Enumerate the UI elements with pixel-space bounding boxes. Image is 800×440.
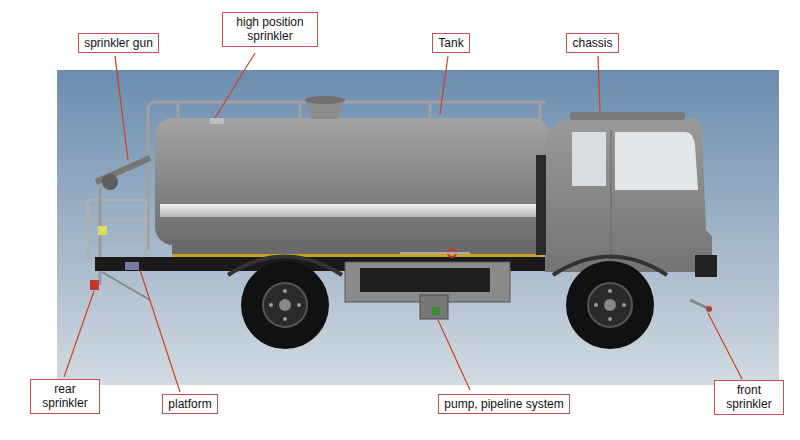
tank-skirt [172, 240, 542, 255]
leader-line [438, 320, 470, 390]
rear-ladder [88, 200, 146, 258]
platform-step [125, 262, 139, 270]
callout-label: sprinkler gun [84, 36, 153, 50]
rear-hub [279, 299, 291, 311]
leader-line [708, 313, 742, 379]
callout-box: front sprinkler [714, 380, 784, 415]
callout-box: pump, pipeline system [438, 394, 570, 414]
exhaust-pipe [536, 155, 546, 255]
leader-lines [64, 53, 742, 392]
callout-label: high position sprinkler [228, 15, 312, 44]
cab [545, 118, 712, 272]
callout-label: Tank [438, 36, 464, 50]
background-panel [57, 70, 779, 385]
cab-side-window [572, 132, 606, 186]
manhole-lid [305, 96, 345, 104]
leader-line [440, 56, 448, 114]
warning-sign [98, 226, 107, 235]
rail-post [539, 102, 542, 122]
leader-line [64, 291, 94, 377]
rear-sprinkler-nozzle [90, 280, 99, 290]
leader-line [598, 56, 600, 112]
front-wheel [566, 261, 654, 349]
leader-line [140, 270, 180, 392]
cab-roof [570, 112, 685, 120]
leader-line [115, 56, 128, 160]
cab-windshield [615, 132, 698, 190]
rear-wheel [241, 261, 329, 349]
front-hub [604, 299, 616, 311]
rail-post [429, 102, 432, 120]
callout-box: sprinkler gun [78, 33, 159, 53]
callout-label: platform [168, 397, 212, 411]
pipeline-box-inner [360, 268, 490, 292]
callout-label: front sprinkler [720, 383, 778, 412]
front-rim [588, 283, 632, 327]
front-bumper [695, 255, 717, 277]
callout-label: pump, pipeline system [444, 397, 564, 411]
callout-label: chassis [572, 36, 613, 50]
tank-band [160, 204, 545, 217]
tank-body [155, 118, 550, 245]
front-sprinkler-nozzle [706, 306, 712, 312]
leader-line [215, 53, 255, 118]
callout-label: rear sprinkler [36, 382, 94, 411]
pump-valve [432, 307, 440, 315]
high-sprinkler-nozzle [210, 118, 224, 124]
callout-box: rear sprinkler [30, 379, 100, 414]
yellow-stripe [172, 254, 542, 257]
callout-box: high position sprinkler [222, 12, 318, 47]
rear-ladder-rung [88, 219, 146, 221]
lug-nuts [269, 289, 626, 321]
rear-support [102, 272, 150, 300]
sprinkler-gun-body [102, 174, 118, 190]
rear-rim [263, 283, 307, 327]
rail-post [299, 102, 302, 120]
door-line [611, 130, 612, 262]
rear-ladder-rung [88, 239, 146, 241]
callout-box: chassis [566, 33, 619, 53]
pipe [400, 252, 470, 254]
pump [420, 295, 448, 319]
callout-box: Tank [432, 33, 470, 53]
callout-box: platform [162, 394, 218, 414]
